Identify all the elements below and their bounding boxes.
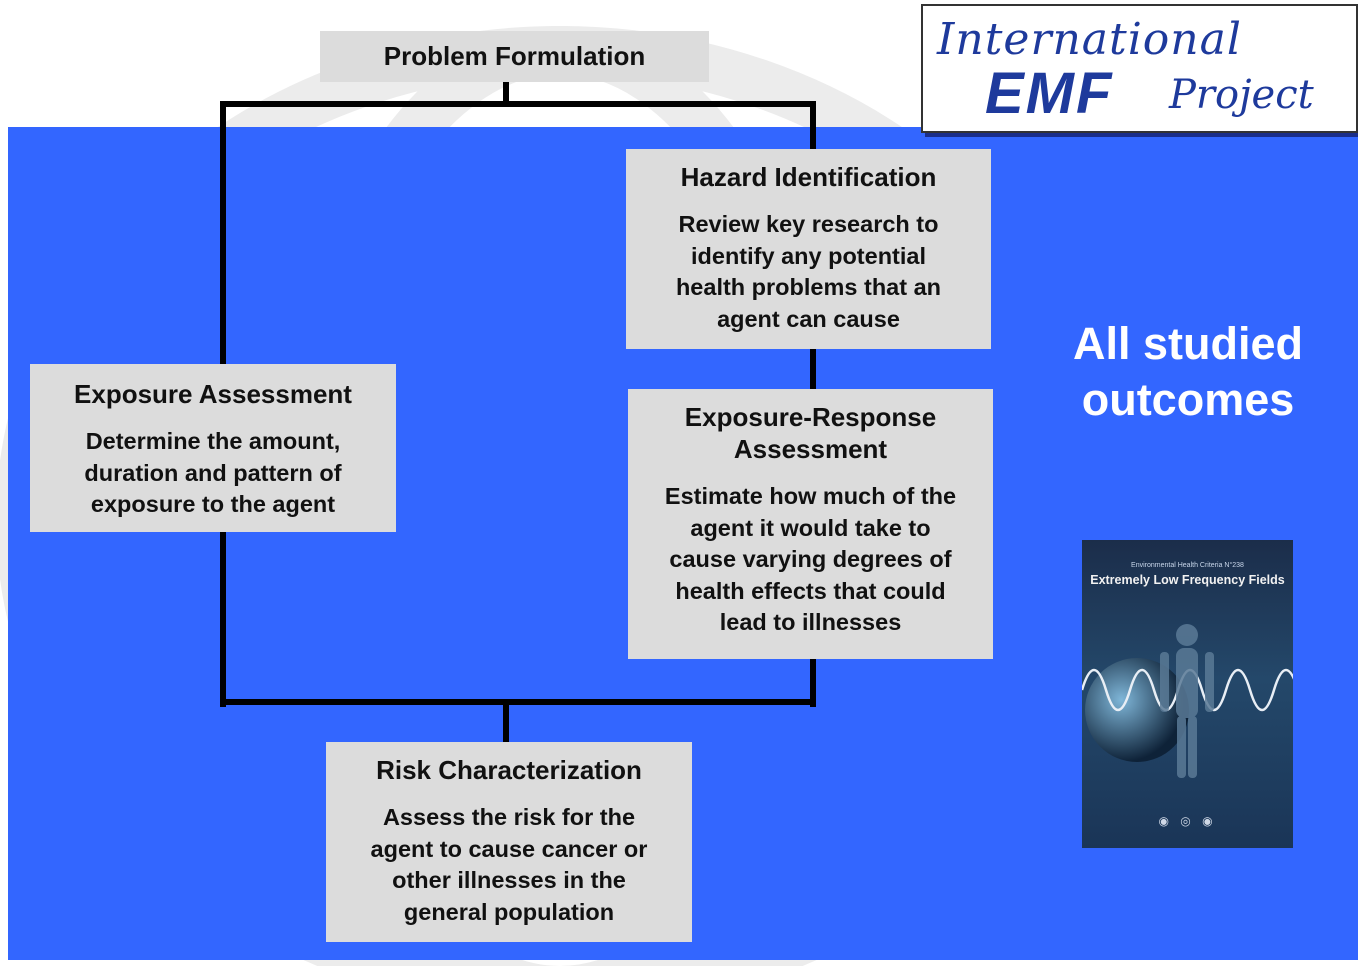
logo-line-project: Project	[1169, 72, 1314, 118]
book-cover-artwork	[1082, 624, 1293, 778]
connector	[503, 703, 509, 743]
logo-line-emf: EMF	[985, 61, 1114, 126]
risk-characterization-title: Risk Characterization	[376, 755, 642, 785]
exposure-assessment-title: Exposure Assessment	[74, 379, 352, 409]
risk-characterization-box: Risk Characterization Assess the risk fo…	[326, 742, 692, 942]
logo-line-international: International	[937, 14, 1242, 65]
connector	[503, 82, 509, 104]
ehc-book-cover: Environmental Health Criteria N°238 Extr…	[1082, 540, 1293, 848]
international-emf-project-logo: International EMF Project	[921, 4, 1358, 133]
human-figure-icon	[1160, 624, 1214, 778]
all-studied-outcomes: All studied outcomes	[1072, 318, 1303, 425]
problem-formulation-title: Problem Formulation	[383, 41, 646, 71]
hazard-identification-box: Hazard Identification Review key researc…	[626, 149, 991, 349]
connector	[220, 699, 816, 705]
exposure-response-title: Exposure-Response Assessment	[684, 402, 937, 464]
exposure-response-description: Estimate how much of the agent it would …	[664, 483, 957, 635]
organization-logos-icon: ◉ ◎ ◉	[1158, 814, 1217, 828]
connector	[220, 101, 816, 107]
risk-characterization-description: Assess the risk for the agent to cause c…	[370, 804, 648, 925]
hazard-identification-title: Hazard Identification	[680, 162, 937, 192]
exposure-response-box: Exposure-Response Assessment Estimate ho…	[628, 389, 993, 659]
hazard-identification-description: Review key research to identify any pote…	[675, 211, 942, 332]
book-cover-subtitle: Environmental Health Criteria N°238	[1131, 562, 1244, 569]
problem-formulation-box: Problem Formulation	[320, 31, 709, 82]
exposure-assessment-box: Exposure Assessment Determine the amount…	[30, 364, 396, 532]
exposure-assessment-description: Determine the amount, duration and patte…	[84, 428, 342, 517]
book-cover-title: Extremely Low Frequency Fields	[1090, 573, 1285, 587]
